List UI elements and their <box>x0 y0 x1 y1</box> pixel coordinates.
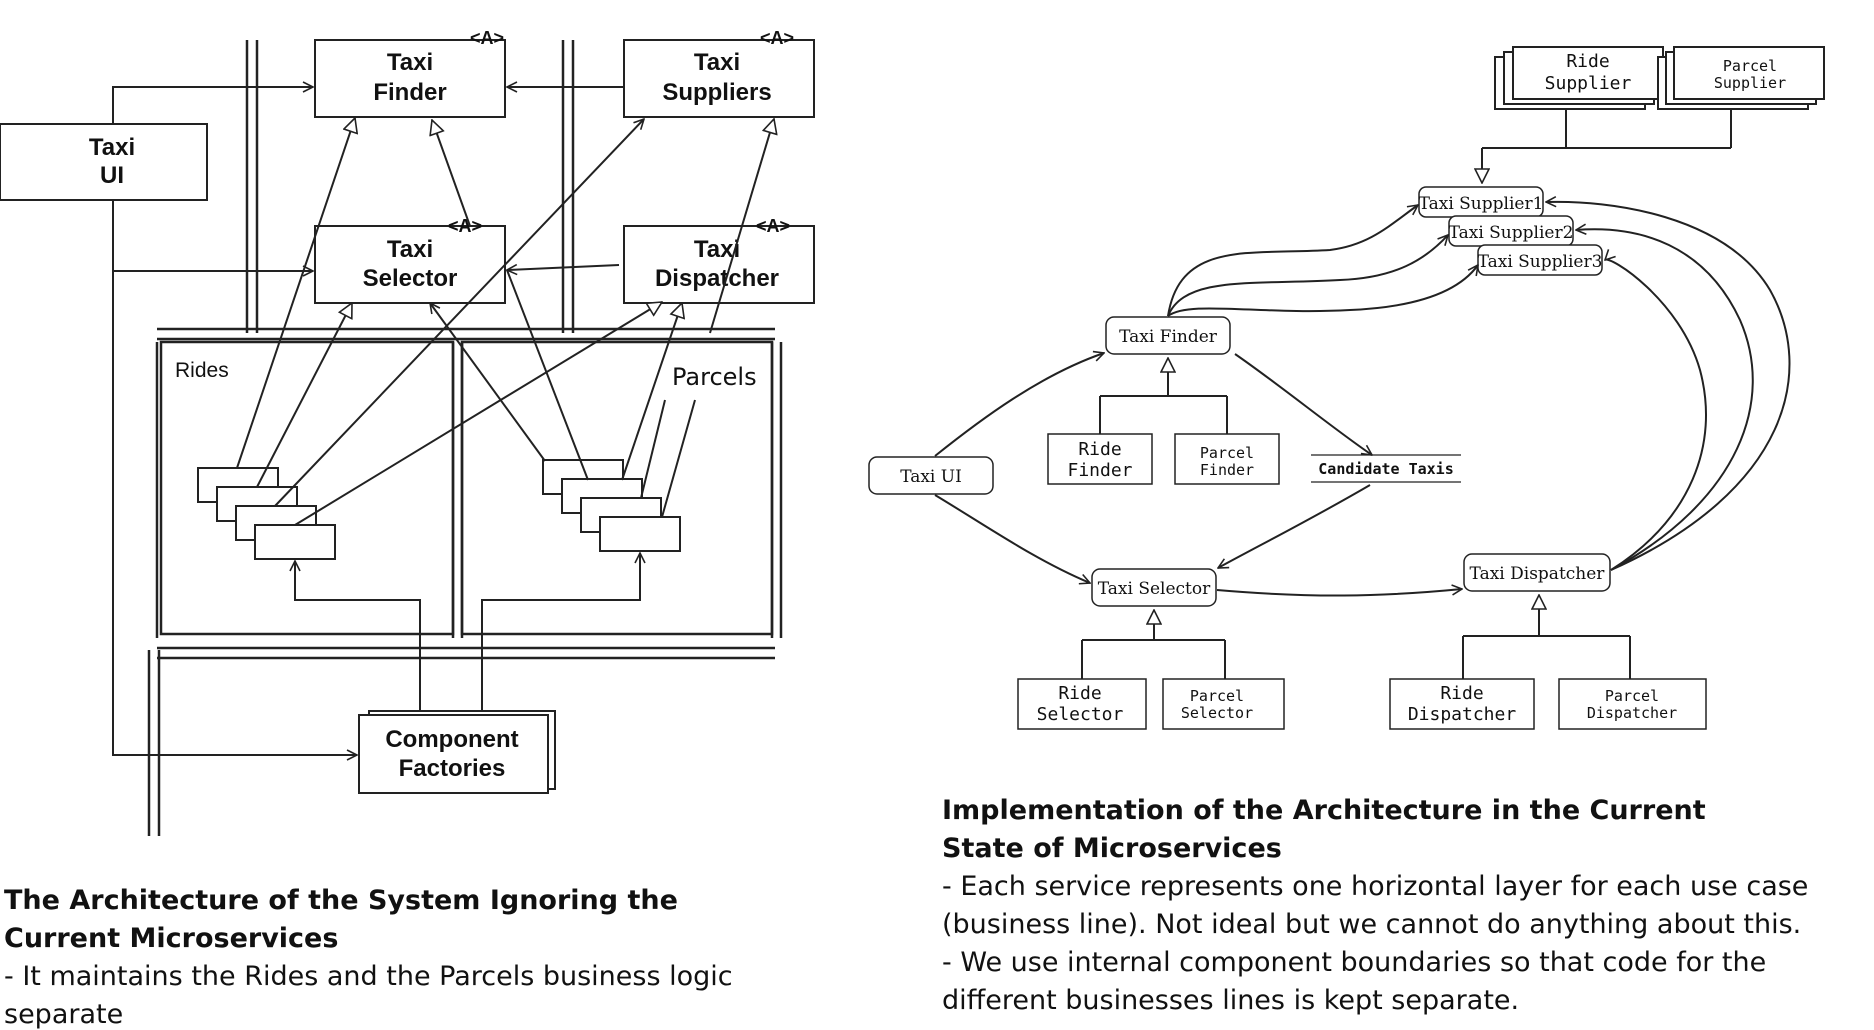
taxi-selector-label: Taxi Selector <box>1098 579 1211 599</box>
ride-selector-line2: Selector <box>1037 704 1124 725</box>
taxi-supplier-1-label: Taxi Supplier1 <box>1419 194 1544 214</box>
taxi-ui-label: Taxi UI <box>900 467 962 487</box>
ride-supplier-box: Ride Supplier <box>1494 46 1664 110</box>
taxi-supplier-2-box: Taxi Supplier2 <box>1448 215 1574 247</box>
taxi-ui-line1: Taxi <box>89 134 135 161</box>
taxi-dispatcher-node: Taxi Dispatcher <box>1463 553 1611 592</box>
component-factories-line2: Factories <box>399 755 506 782</box>
parcel-finder-line1: Parcel <box>1200 444 1254 462</box>
ride-finder-line1: Ride <box>1078 439 1121 460</box>
candidate-taxis: Candidate Taxis <box>1311 454 1461 483</box>
left-arrows <box>112 87 774 755</box>
right-caption-bullet-2: - We use internal component boundaries s… <box>942 947 1767 1016</box>
taxi-finder-label: Taxi Finder <box>1119 327 1218 347</box>
taxi-finder-line2: Finder <box>373 79 446 106</box>
left-diagram: Rides Parcels Taxi Finder <A> Taxi <box>0 28 815 836</box>
left-caption-bullet: - It maintains the Rides and the Parcels… <box>4 961 733 1030</box>
finder-inheritance <box>1099 358 1228 434</box>
component-factories-box: Component Factories <box>358 710 556 794</box>
taxi-dispatcher-line2: Dispatcher <box>655 265 779 292</box>
ride-finder-box: Ride Finder <box>1047 433 1153 485</box>
ride-dispatcher-line2: Dispatcher <box>1408 704 1517 725</box>
right-arrows <box>934 202 1791 597</box>
taxi-ui-node: Taxi UI <box>868 456 994 495</box>
taxi-suppliers-line2: Suppliers <box>662 79 771 106</box>
rides-label: Rides <box>175 359 229 382</box>
parcel-supplier-line2: Supplier <box>1714 74 1786 92</box>
right-caption-title: Implementation of the Architecture in th… <box>942 795 1706 864</box>
selector-inheritance <box>1081 610 1226 679</box>
taxi-supplier-3-box: Taxi Supplier3 <box>1477 244 1603 276</box>
taxi-ui-line2: UI <box>100 162 124 189</box>
abstract-tag: <A> <box>760 28 794 48</box>
left-caption: The Architecture of the System Ignoring … <box>4 882 804 1030</box>
taxi-suppliers-line1: Taxi <box>694 49 740 76</box>
taxi-selector-node: Taxi Selector <box>1091 568 1217 607</box>
taxi-suppliers-box: Taxi Suppliers <A> <box>623 28 815 118</box>
taxi-finder-line1: Taxi <box>387 49 433 76</box>
component-factories-line1: Component <box>385 726 518 753</box>
parcel-dispatcher-box: Parcel Dispatcher <box>1558 678 1707 730</box>
taxi-supplier-2-label: Taxi Supplier2 <box>1449 223 1574 243</box>
ride-selector-box: Ride Selector <box>1017 678 1147 730</box>
right-diagram: Ride Supplier Parcel Supplier Taxi Suppl… <box>868 46 1825 730</box>
dispatcher-inheritance <box>1462 595 1631 679</box>
taxi-dispatcher-label: Taxi Dispatcher <box>1470 564 1606 584</box>
parcel-dispatcher-line2: Dispatcher <box>1587 704 1677 722</box>
abstract-tag: <A> <box>448 216 482 236</box>
taxi-dispatcher-box: Taxi Dispatcher <A> <box>623 216 815 304</box>
taxi-finder-node: Taxi Finder <box>1105 316 1231 355</box>
abstract-tag: <A> <box>756 216 790 236</box>
right-caption: Implementation of the Architecture in th… <box>942 792 1872 1020</box>
ride-selector-line1: Ride <box>1058 683 1101 704</box>
parcel-finder-line2: Finder <box>1200 461 1254 479</box>
right-caption-bullet-1: - Each service represents one horizontal… <box>942 871 1809 940</box>
taxi-selector-box: Taxi Selector <A> <box>314 216 506 304</box>
parcel-selector-line1: Parcel <box>1190 687 1244 705</box>
ride-supplier-line2: Supplier <box>1545 73 1632 94</box>
parcel-selector-line2: Selector <box>1181 704 1253 722</box>
candidate-taxis-label: Candidate Taxis <box>1318 460 1453 478</box>
ride-finder-line2: Finder <box>1067 460 1132 481</box>
ride-dispatcher-line1: Ride <box>1440 683 1483 704</box>
taxi-selector-line1: Taxi <box>387 236 433 263</box>
left-caption-title: The Architecture of the System Ignoring … <box>4 885 678 954</box>
ride-supplier-line1: Ride <box>1566 51 1609 72</box>
taxi-selector-line2: Selector <box>363 265 458 292</box>
taxi-supplier-3-label: Taxi Supplier3 <box>1478 252 1603 272</box>
parcel-finder-box: Parcel Finder <box>1174 433 1280 485</box>
supplier-inheritance <box>1482 109 1732 183</box>
taxi-finder-box: Taxi Finder <A> <box>314 28 506 118</box>
taxi-ui-box: Taxi UI <box>0 123 208 201</box>
boundary-lines <box>147 40 575 836</box>
abstract-tag: <A> <box>470 28 504 48</box>
ride-dispatcher-box: Ride Dispatcher <box>1389 678 1535 730</box>
taxi-supplier-1-box: Taxi Supplier1 <box>1418 186 1544 218</box>
parcel-selector-box: Parcel Selector <box>1162 678 1285 730</box>
parcel-supplier-line1: Parcel <box>1723 57 1777 75</box>
parcel-supplier-box: Parcel Supplier <box>1657 46 1825 110</box>
parcel-dispatcher-line1: Parcel <box>1605 687 1659 705</box>
parcels-label: Parcels <box>672 363 757 391</box>
